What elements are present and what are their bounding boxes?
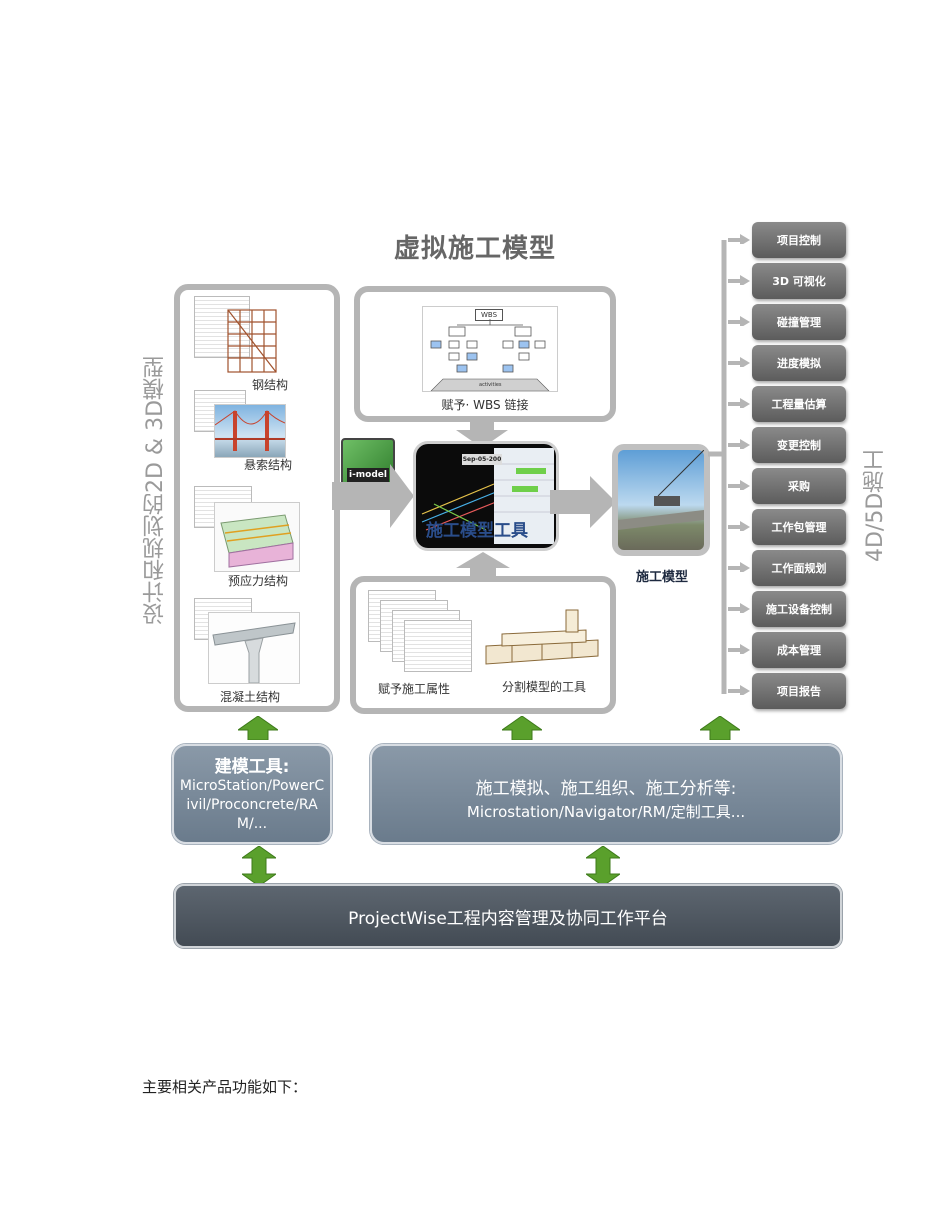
function-button: 碰撞管理 — [752, 304, 846, 340]
function-arrow — [728, 316, 750, 326]
function-connector — [708, 240, 727, 694]
green-up-arrow — [700, 716, 740, 740]
right-arrow — [550, 476, 616, 528]
green-double-arrow — [242, 846, 276, 886]
tool-label: 施工模型工具 — [426, 521, 528, 541]
imodel-badge: i-model — [341, 438, 395, 488]
function-button: 成本管理 — [752, 632, 846, 668]
attributes-panel: 赋予施工属性 分割模型的工具 — [350, 576, 616, 714]
function-arrow — [728, 398, 750, 408]
function-arrow — [728, 357, 750, 367]
wbs-caption: 赋予· WBS 链接 — [441, 398, 529, 412]
function-button: 项目报告 — [752, 673, 846, 709]
function-arrow — [728, 275, 750, 285]
structure-label-suspension: 悬索结构 — [244, 458, 293, 472]
function-arrow — [728, 521, 750, 531]
modeling-tools-body: MicroStation/PowerCivil/Proconcrete/RAM/… — [179, 778, 325, 832]
function-button: 工程量估算 — [752, 386, 846, 422]
structure-label-concrete: 混凝土结构 — [220, 690, 281, 704]
wbs-box: WBS — [475, 309, 503, 321]
function-button: 项目控制 — [752, 222, 846, 258]
wbs-chart: WBS activities — [422, 306, 558, 392]
structures-panel: 钢结构 悬索结构 预应力结构 混凝土结构 — [174, 284, 340, 712]
body-text: 主要相关产品功能如下： — [142, 1078, 308, 1096]
function-button: 工作面规划 — [752, 550, 846, 586]
function-button: 工作包管理 — [752, 509, 846, 545]
right-arrow — [332, 464, 414, 528]
green-up-arrow — [238, 716, 278, 740]
down-arrow — [456, 422, 508, 448]
up-arrow — [456, 552, 510, 578]
wbs-activities-label: activities — [479, 382, 502, 388]
function-arrow — [728, 685, 750, 695]
result-label: 施工模型 — [635, 570, 688, 585]
function-button: 3D 可视化 — [752, 263, 846, 299]
steel-structure-image — [220, 300, 286, 380]
wbs-panel: WBS activities 赋予· WBS 链接 — [354, 286, 616, 422]
right-vertical-label: 4D/5D施工 — [863, 448, 888, 562]
structure-label-prestressed: 预应力结构 — [228, 574, 289, 588]
left-vertical-label: 设计和规划的2D & 3D模型 — [143, 355, 168, 625]
imodel-badge-label: i-model — [347, 468, 389, 482]
tool-date: Sep-05-200 — [462, 454, 502, 465]
building-model-image — [482, 606, 602, 668]
function-arrow — [728, 562, 750, 572]
function-button: 采购 — [752, 468, 846, 504]
attributes-caption: 赋予施工属性 — [378, 682, 451, 696]
function-button: 施工设备控制 — [752, 591, 846, 627]
modeling-tools-title: 建模工具: — [214, 757, 290, 777]
construction-model-image — [612, 444, 710, 556]
function-arrow — [728, 603, 750, 613]
function-arrow — [728, 439, 750, 449]
diagram-title: 虚拟施工模型 — [393, 234, 556, 264]
platform-bar: ProjectWise工程内容管理及协同工作平台 — [174, 884, 842, 948]
construction-tool-image: Sep-05-200 施工模型工具 — [416, 444, 556, 548]
spreadsheet-thumbnail — [404, 620, 472, 672]
function-arrow — [728, 644, 750, 654]
prestressed-structure-image — [214, 502, 300, 572]
construction-tools-title: 施工模拟、施工组织、施工分析等: — [475, 779, 737, 799]
construction-tools-body: Microstation/Navigator/RM/定制工具... — [466, 803, 746, 821]
green-double-arrow — [586, 846, 620, 886]
function-button: 变更控制 — [752, 427, 846, 463]
split-tools-caption: 分割模型的工具 — [502, 680, 587, 694]
structure-label-steel: 钢结构 — [252, 378, 289, 392]
modeling-tools-box: 建模工具: MicroStation/PowerCivil/Proconcret… — [172, 744, 332, 844]
construction-tools-box: 施工模拟、施工组织、施工分析等: Microstation/Navigator/… — [370, 744, 842, 844]
suspension-bridge-image — [214, 404, 286, 458]
function-button: 进度模拟 — [752, 345, 846, 381]
function-arrow — [728, 234, 750, 244]
function-arrow — [728, 480, 750, 490]
green-up-arrow — [502, 716, 542, 740]
concrete-structure-image — [208, 612, 300, 684]
